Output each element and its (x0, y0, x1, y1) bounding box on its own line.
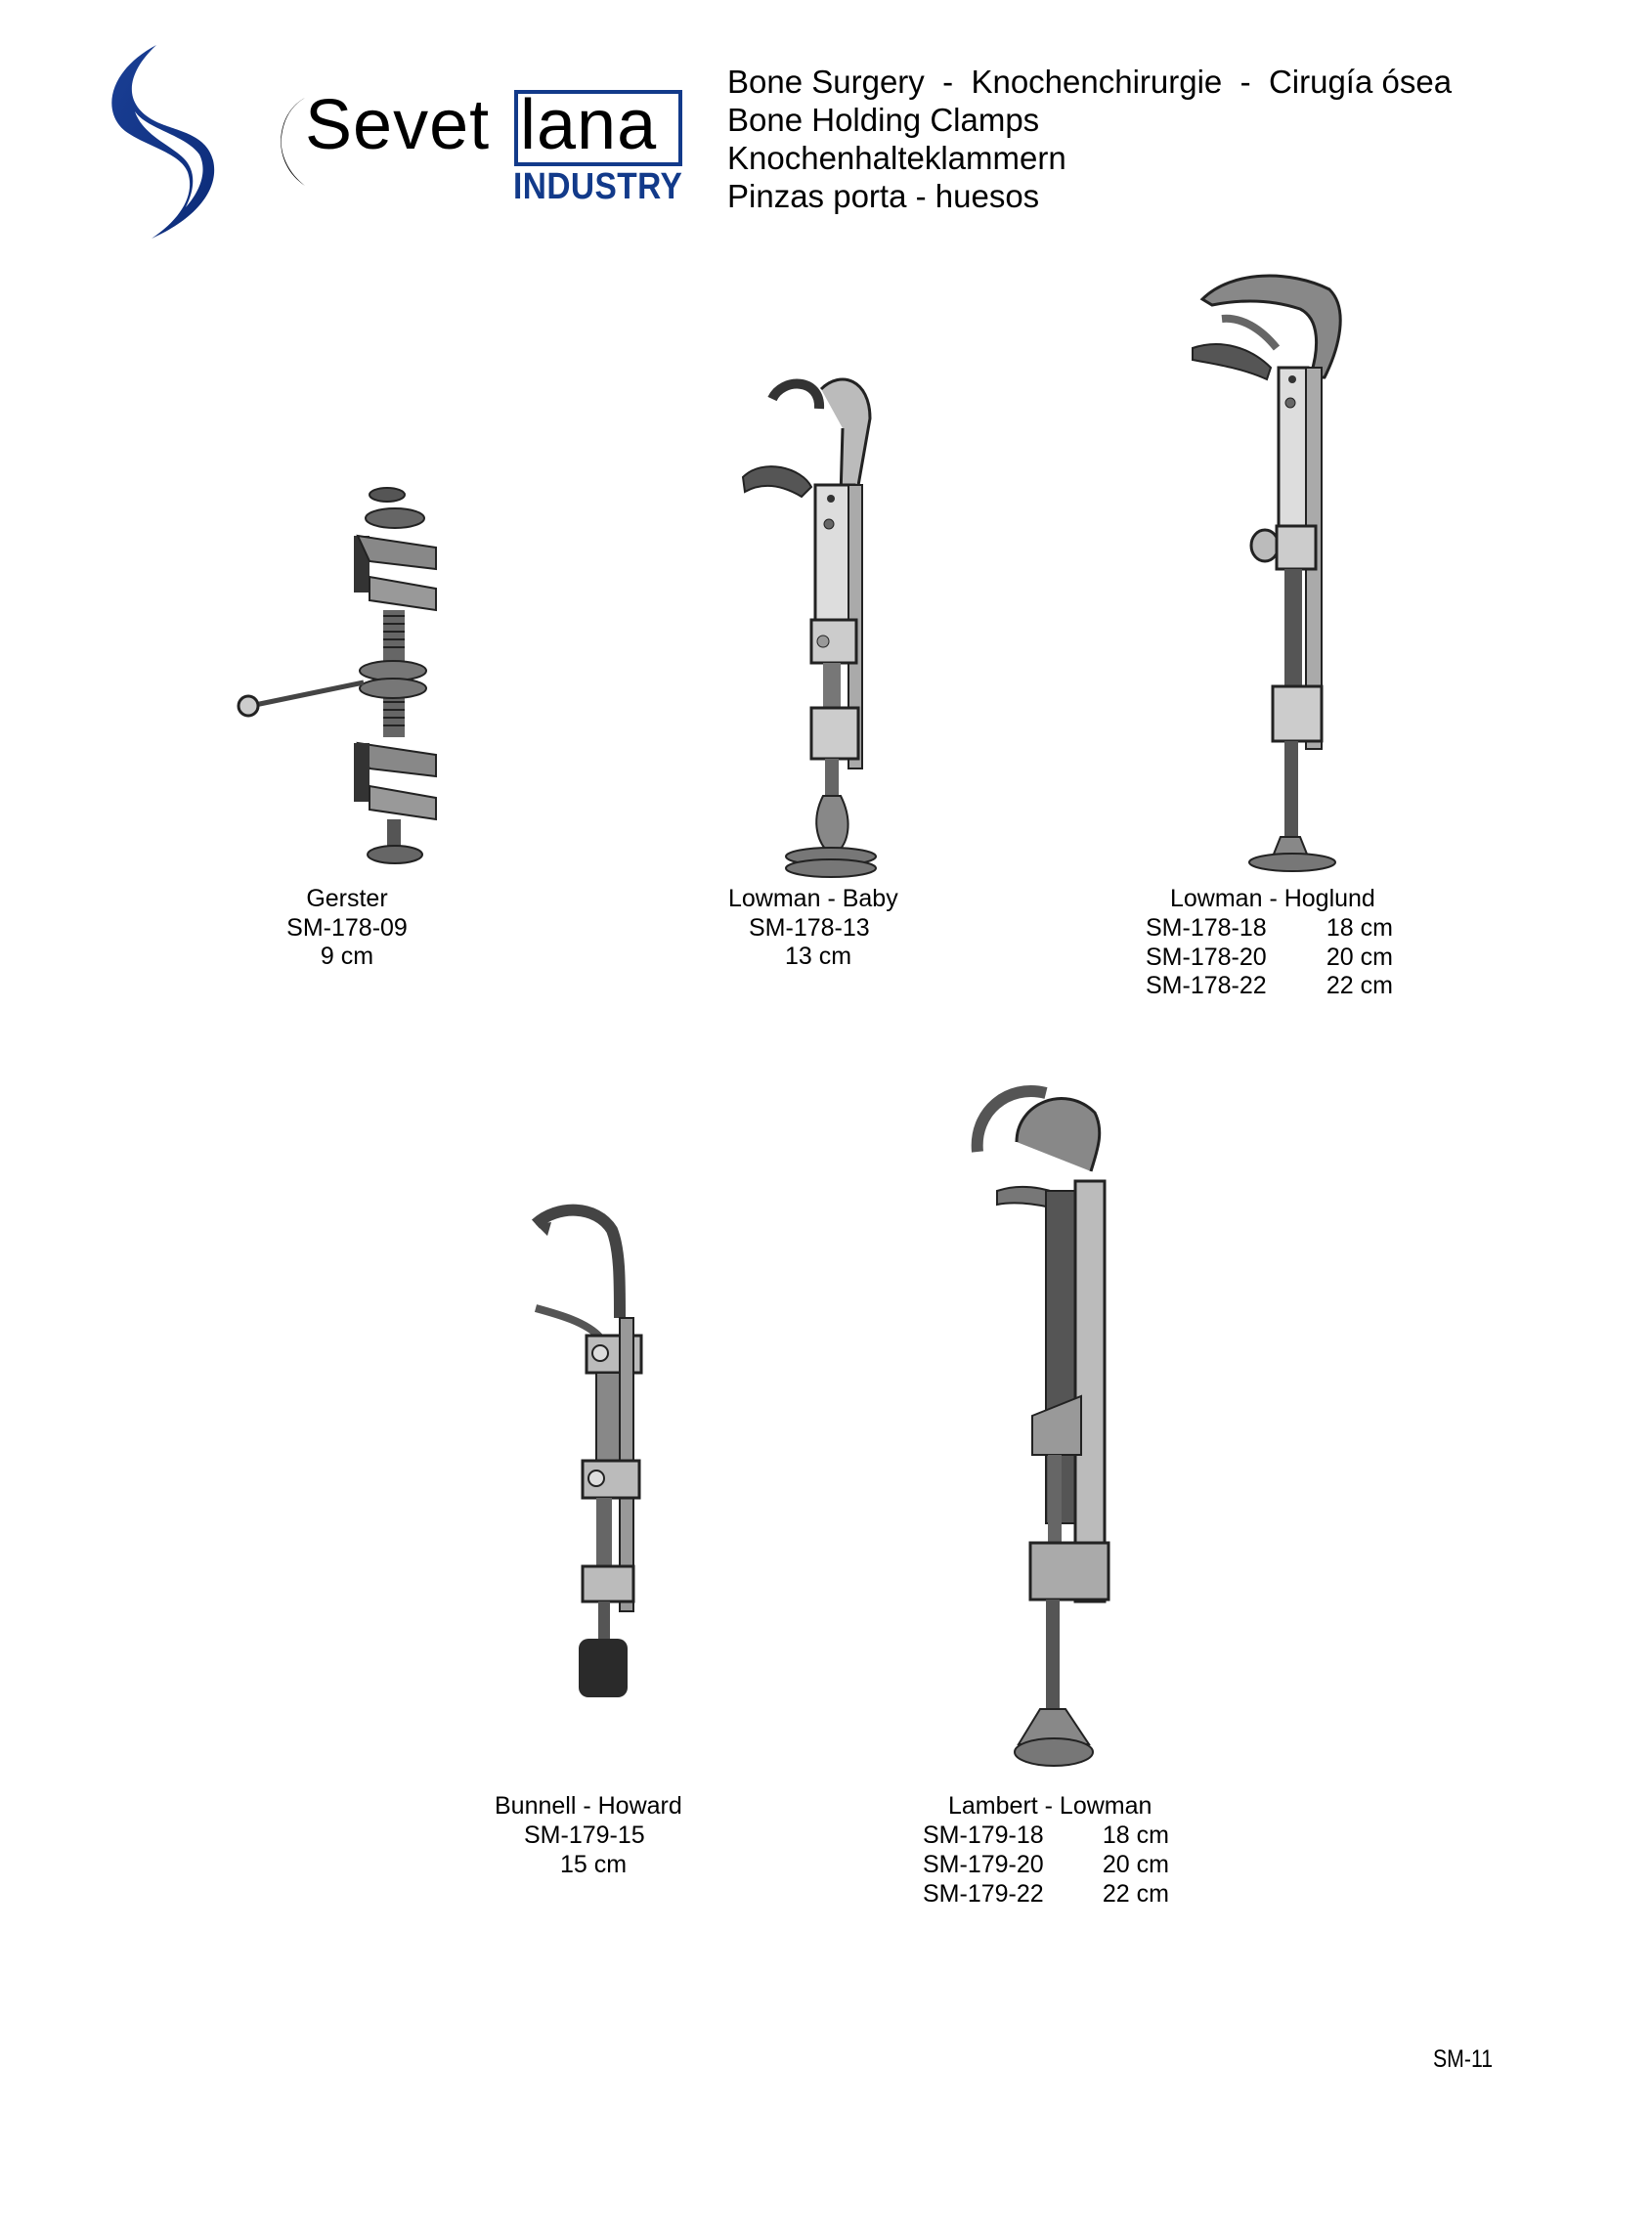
lowman-hoglund-clamp-illustration (1183, 270, 1359, 876)
product-size: 18 cm (1326, 914, 1393, 942)
product-size: 18 cm (1102, 1822, 1169, 1849)
bunnell-howard-clamp-illustration (518, 1201, 655, 1787)
product-size: 15 cm (560, 1851, 628, 1878)
wave-s-logo-icon (98, 33, 244, 239)
header-line-2: Bone Holding Clamps (727, 102, 1040, 138)
product-size: 20 cm (1326, 944, 1393, 971)
product-size: 13 cm (785, 943, 852, 970)
crescent-logo-mark (266, 94, 309, 188)
header-line-4: Pinzas porta - huesos (727, 178, 1040, 214)
brand-name-box (514, 90, 682, 166)
product-size: 22 cm (1326, 972, 1393, 999)
product-name: Lambert - Lowman (948, 1792, 1152, 1820)
product-code: SM-178-22 (1146, 972, 1267, 999)
gerster-clamp-illustration (231, 479, 446, 880)
product-name: Bunnell - Howard (495, 1792, 682, 1820)
product-name: Lowman - Hoglund (1170, 885, 1375, 912)
product-code: SM-178-20 (1146, 944, 1267, 971)
product-code: SM-179-18 (923, 1822, 1044, 1849)
header-line-3: Knochenhalteklammern (727, 140, 1066, 176)
lambert-lowman-clamp-illustration (968, 1083, 1144, 1787)
product-code: SM-178-18 (1146, 914, 1267, 942)
brand-subtitle: INDUSTRY (513, 166, 683, 207)
page-number: SM-11 (1433, 2045, 1494, 2073)
product-code: SM-179-15 (524, 1822, 645, 1849)
brand-name-part2: lana (520, 86, 658, 164)
product-name: Gerster (306, 885, 388, 912)
product-name: Lowman - Baby (728, 885, 898, 912)
lowman-baby-clamp-illustration (733, 370, 909, 878)
product-code: SM-179-20 (923, 1851, 1044, 1878)
product-size: 9 cm (320, 943, 374, 970)
product-code: SM-178-13 (749, 914, 870, 942)
product-code: SM-179-22 (923, 1880, 1044, 1908)
header-line-1: Bone Surgery - Knochenchirurgie - Cirugí… (727, 64, 1453, 100)
product-size: 22 cm (1102, 1880, 1169, 1908)
product-code: SM-178-09 (286, 914, 408, 942)
product-size: 20 cm (1102, 1851, 1169, 1878)
brand-name-part1: Sevet (305, 86, 491, 164)
